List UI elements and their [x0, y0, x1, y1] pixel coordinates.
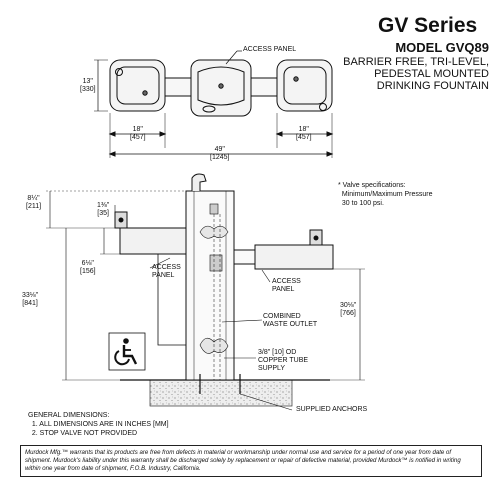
right-bowl-side	[254, 244, 334, 270]
top-height-dimension: 8¼" [211]	[26, 195, 42, 210]
model-title: MODEL GVQ89	[395, 40, 489, 55]
right-bowl	[276, 59, 333, 112]
right-width-dimension: 18" [457]	[296, 126, 312, 141]
bowl-depth-dimension: 6⅛" [156]	[80, 260, 96, 275]
anchors-label: SUPPLIED ANCHORS	[296, 406, 368, 413]
series-title: GV Series	[378, 14, 478, 37]
wheelchair-icon	[108, 332, 146, 371]
overall-width-dimension: 49" [1245]	[210, 146, 230, 161]
warranty-text: Murdock Mfg.™ warrants that its products…	[20, 445, 482, 477]
height-dimension: 13" [330]	[80, 78, 96, 93]
general-dimensions: GENERAL DIMENSIONS: 1. ALL DIMENSIONS AR…	[28, 412, 169, 437]
waste-outlet-label: COMBINED WASTE OUTLET	[263, 313, 318, 328]
center-drain-icon	[218, 83, 224, 89]
bubbler-dimension: 1⅜" [35]	[97, 202, 110, 217]
concrete-slab	[149, 379, 293, 407]
access-panel-label-left: ACCESS PANEL	[152, 264, 181, 279]
right-bubbler-icon	[319, 103, 327, 111]
left-rim-height-dimension: 33⅛" [841]	[22, 292, 39, 307]
right-rim-height-dimension: 30⅛" [766]	[340, 302, 357, 317]
top-view	[94, 50, 334, 158]
access-panel-label-right: ACCESS PANEL	[272, 278, 301, 293]
valve-note: * Valve specifications: Minimum/Maximum …	[338, 182, 433, 207]
right-drain-icon	[293, 76, 299, 82]
left-bowl-side	[119, 227, 187, 255]
access-panel-label-top: ACCESS PANEL	[243, 46, 297, 53]
left-bubbler-icon	[115, 68, 123, 76]
product-description: BARRIER FREE, TRI-LEVEL, PEDESTAL MOUNTE…	[343, 56, 489, 92]
left-width-dimension: 18" [457]	[130, 126, 146, 141]
left-drain-icon	[142, 90, 148, 96]
left-bowl	[109, 59, 166, 112]
upper-valve	[199, 225, 229, 239]
supply-label: 3/8" [10] OD COPPER TUBE SUPPLY	[258, 349, 309, 372]
side-view	[46, 173, 365, 411]
